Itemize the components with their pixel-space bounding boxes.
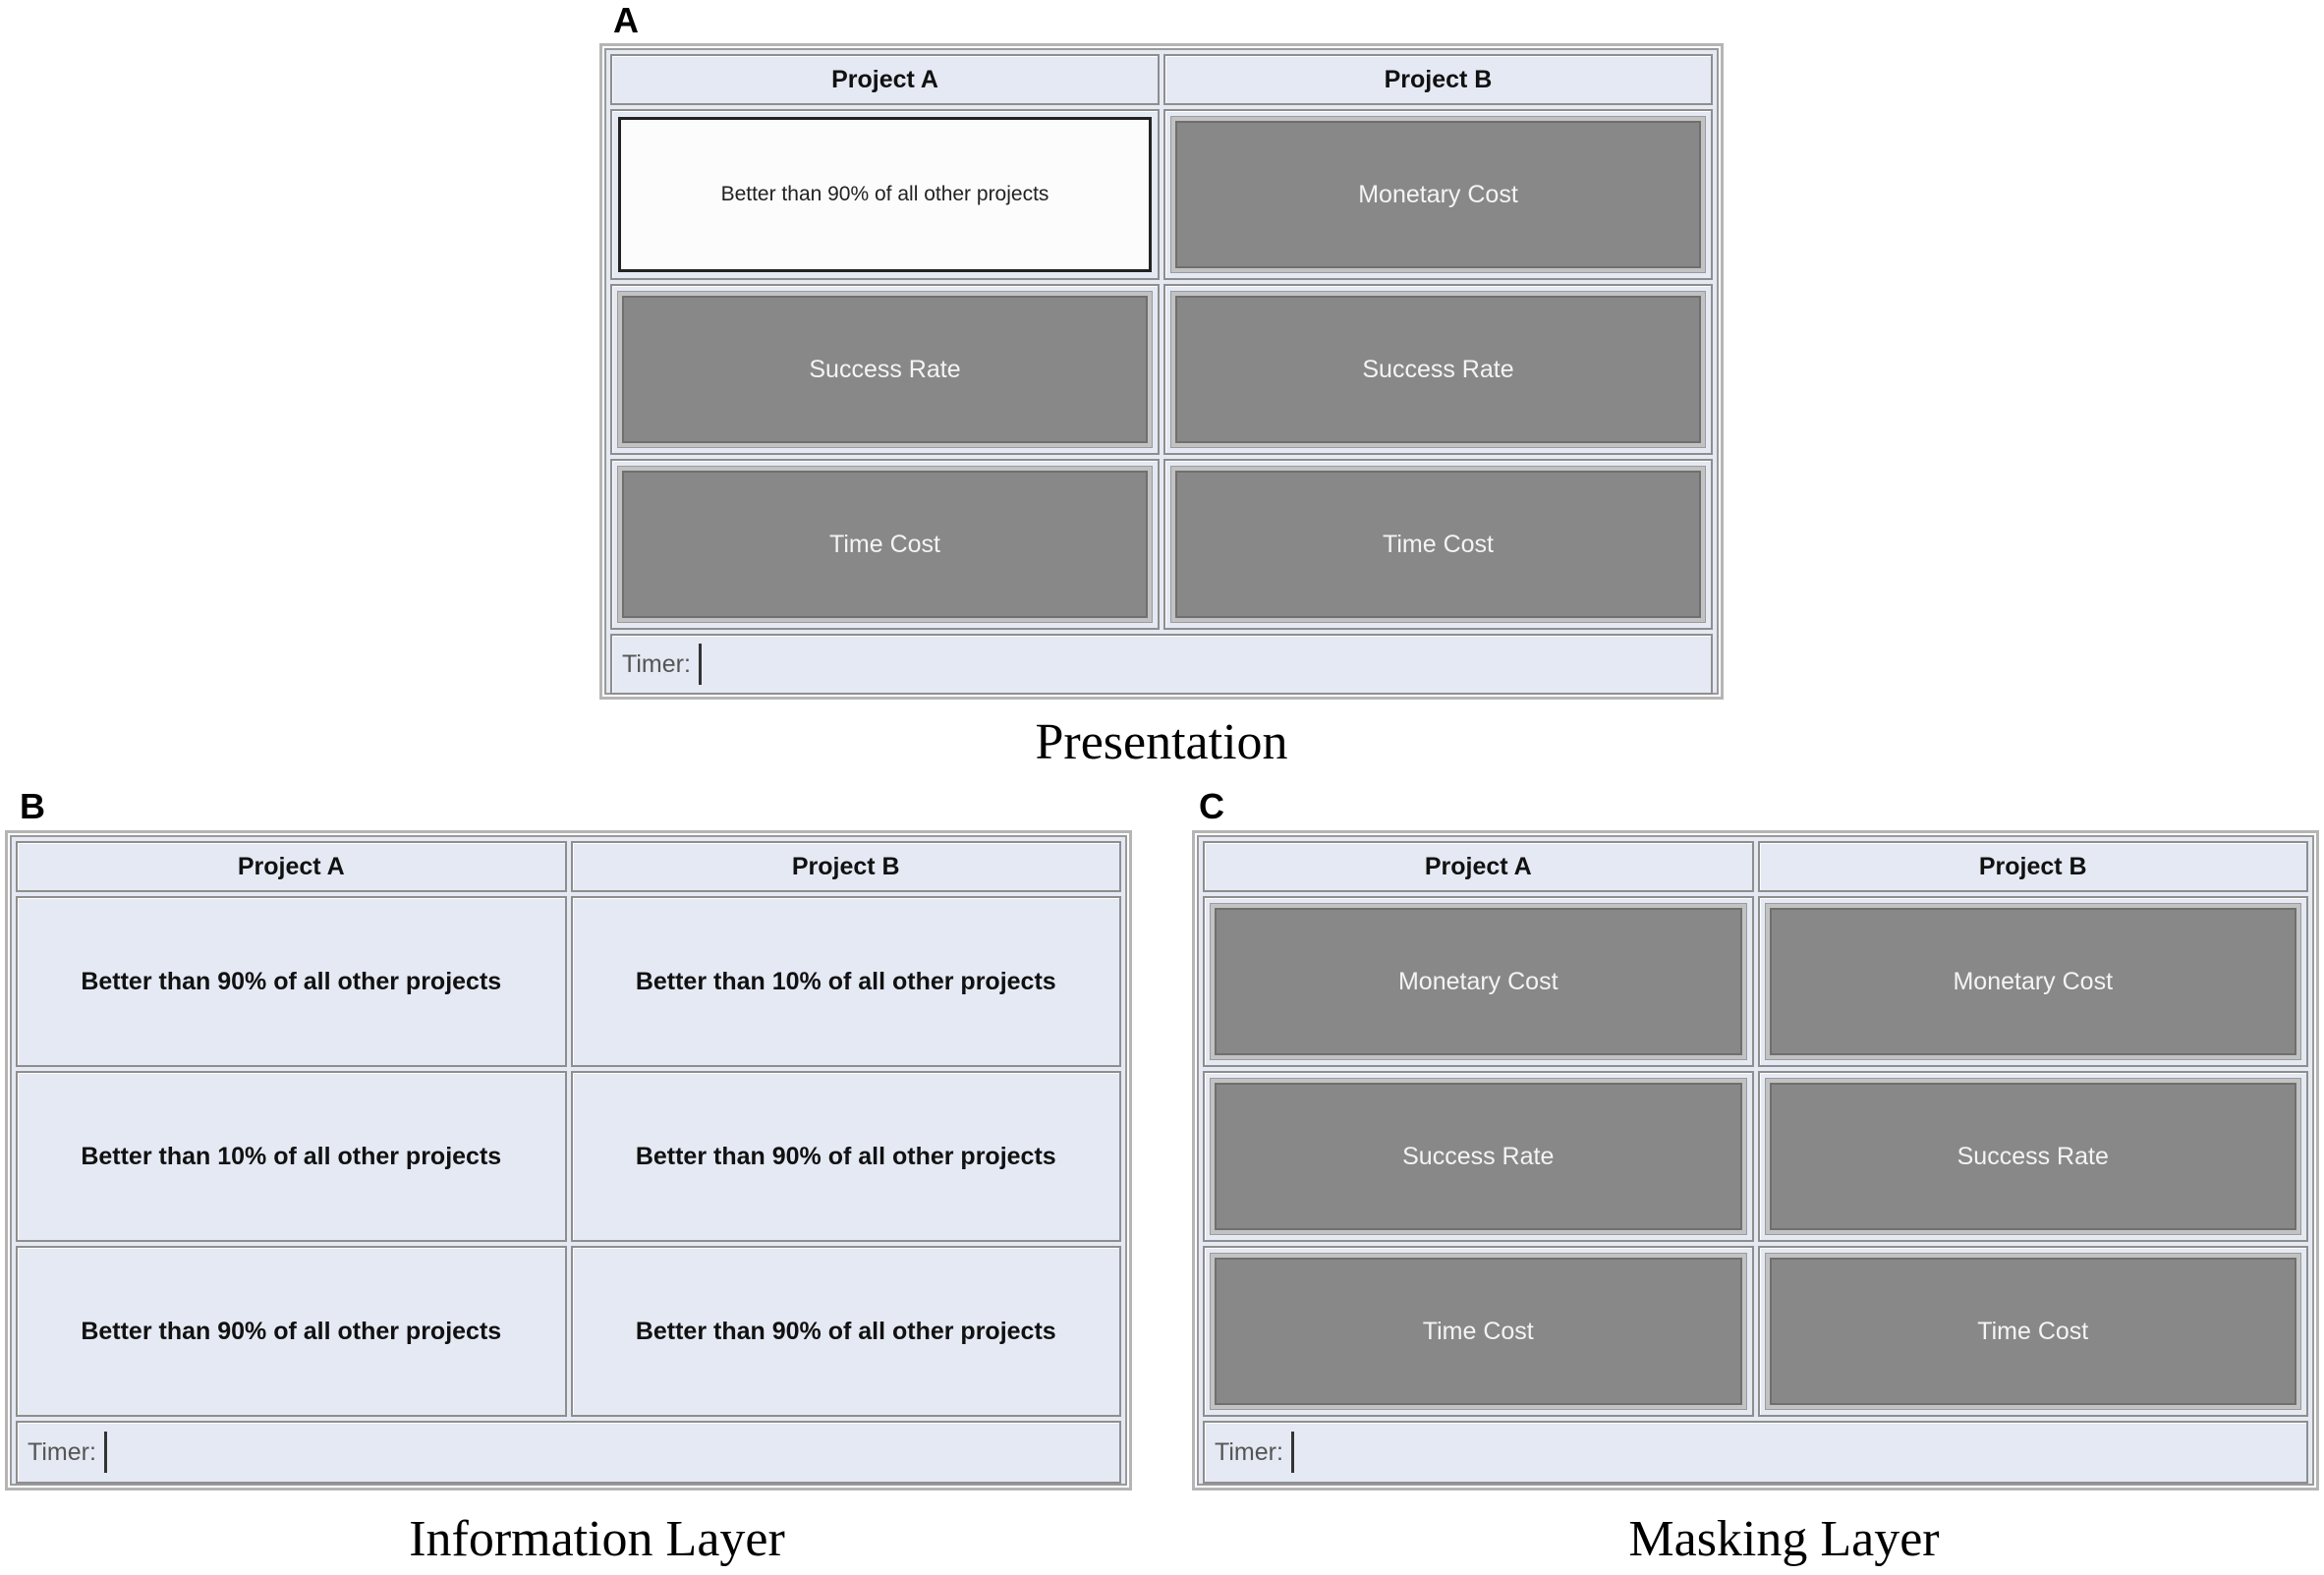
revealed-attribute-box[interactable]: Better than 90% of all other projects [618, 117, 1152, 272]
attribute-cell[interactable]: Time Cost [1163, 459, 1713, 630]
timer-row: Timer: [16, 1421, 1121, 1484]
masked-attribute-box[interactable]: Time Cost [1171, 467, 1705, 622]
caption-masking-layer: Masking Layer [1628, 1511, 1940, 1567]
attribute-cell[interactable]: Time Cost [1203, 1246, 1754, 1417]
masked-attribute-box[interactable]: Success Rate [1171, 292, 1705, 447]
column-header-project-a: Project A [1203, 841, 1754, 892]
timer-row: Timer: [1203, 1421, 2308, 1484]
timer-progress-bar [103, 1432, 107, 1473]
masked-attribute-box[interactable]: Success Rate [1211, 1079, 1746, 1234]
attribute-cell[interactable]: Success Rate [610, 284, 1160, 455]
masked-attribute-box[interactable]: Monetary Cost [1211, 904, 1746, 1059]
timer-label: Timer: [622, 649, 691, 678]
attribute-cell: Better than 90% of all other projects [16, 1246, 567, 1417]
attribute-cell[interactable]: Success Rate [1757, 1071, 2308, 1242]
attribute-value-text: Better than 90% of all other projects [81, 967, 502, 995]
column-header-project-b: Project B [1163, 54, 1713, 105]
attribute-value-text: Better than 90% of all other projects [635, 1317, 1056, 1345]
caption-information-layer: Information Layer [409, 1511, 785, 1567]
column-header-project-a: Project A [16, 841, 567, 892]
timer-progress-bar [1290, 1432, 1294, 1473]
attribute-cell[interactable]: Monetary Cost [1757, 896, 2308, 1067]
attribute-value-text: Better than 10% of all other projects [635, 967, 1056, 995]
masked-attribute-box[interactable]: Success Rate [1765, 1079, 2300, 1234]
attribute-cell[interactable]: Success Rate [1163, 284, 1713, 455]
masked-attribute-box[interactable]: Time Cost [1765, 1254, 2300, 1409]
panel-letter-b: B [20, 786, 45, 826]
masked-attribute-box[interactable]: Success Rate [618, 292, 1152, 447]
attribute-cell[interactable]: Monetary Cost [1163, 109, 1713, 280]
panel-letter-a: A [613, 0, 639, 40]
timer-progress-bar [698, 644, 702, 685]
attribute-cell[interactable]: Time Cost [1757, 1246, 2308, 1417]
caption-presentation: Presentation [1035, 714, 1288, 770]
attribute-cell: Better than 10% of all other projects [570, 896, 1121, 1067]
attribute-cell: Better than 90% of all other projects [570, 1246, 1121, 1417]
attribute-cell[interactable]: Success Rate [1203, 1071, 1754, 1242]
masked-attribute-box[interactable]: Monetary Cost [1171, 117, 1705, 272]
attribute-value-text: Better than 90% of all other projects [81, 1317, 502, 1345]
timer-row: Timer: [610, 634, 1713, 695]
masked-attribute-box[interactable]: Time Cost [618, 467, 1152, 622]
timer-label: Timer: [28, 1437, 96, 1466]
attribute-cell[interactable]: Better than 90% of all other projects [610, 109, 1160, 280]
panel-letter-c: C [1199, 786, 1224, 826]
masked-attribute-box[interactable]: Time Cost [1211, 1254, 1746, 1409]
attribute-cell: Better than 90% of all other projects [16, 896, 567, 1067]
attribute-value-text: Better than 10% of all other projects [81, 1142, 502, 1170]
column-header-project-b: Project B [570, 841, 1121, 892]
timer-label: Timer: [1215, 1437, 1283, 1466]
attribute-cell: Better than 90% of all other projects [570, 1071, 1121, 1242]
attribute-cell[interactable]: Monetary Cost [1203, 896, 1754, 1067]
attribute-value-text: Better than 90% of all other projects [635, 1142, 1056, 1170]
masked-attribute-box[interactable]: Monetary Cost [1765, 904, 2300, 1059]
attribute-cell: Better than 10% of all other projects [16, 1071, 567, 1242]
column-header-project-b: Project B [1757, 841, 2308, 892]
column-header-project-a: Project A [610, 54, 1160, 105]
attribute-cell[interactable]: Time Cost [610, 459, 1160, 630]
